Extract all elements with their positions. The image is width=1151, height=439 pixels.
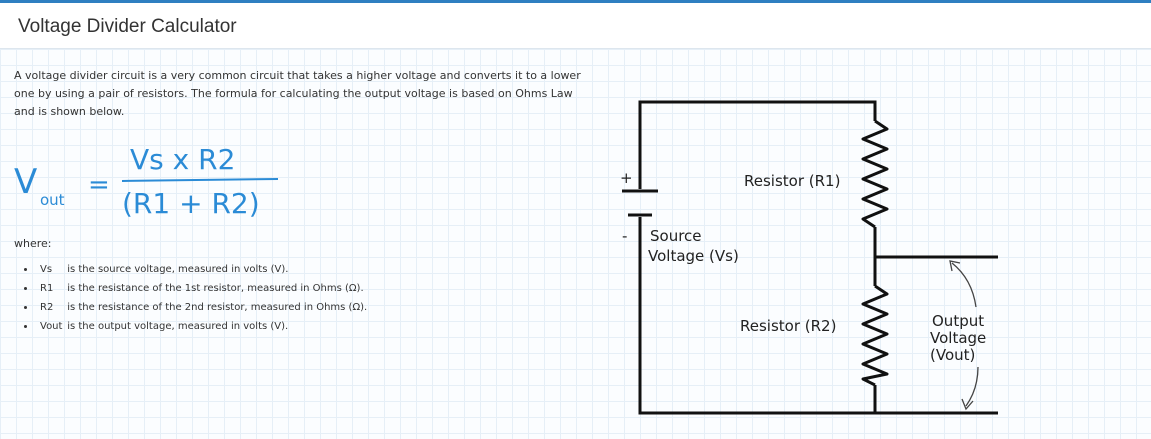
formula-equals: = — [88, 170, 110, 200]
output-voltage-label-line3: (Vout) — [930, 346, 975, 364]
variable-symbol: Vs — [40, 264, 53, 275]
variable-description: is the resistance of the 2nd resistor, m… — [67, 302, 368, 313]
source-voltage-label-line2: Voltage (Vs) — [648, 247, 739, 265]
voltage-divider-formula: V out = Vs x R2 (R1 + R2) — [14, 143, 279, 220]
list-item: R1 is the resistance of the 1st resistor… — [36, 279, 367, 298]
resistor-r2 — [861, 284, 889, 387]
variable-symbol: Vout — [40, 321, 63, 332]
output-arrow-down — [965, 366, 979, 407]
formula-out-subscript: out — [40, 191, 65, 209]
voltage-divider-circuit: + - Resistor (R1) Resistor (R2) Source V… — [620, 100, 998, 415]
resistor-r2-label: Resistor (R2) — [740, 317, 836, 335]
output-voltage-label-line2: Voltage — [930, 329, 986, 347]
formula-v: V — [14, 162, 37, 202]
content-panel: A voltage divider circuit is a very comm… — [0, 49, 1151, 439]
top-wire — [638, 100, 877, 189]
output-arrow-up — [951, 262, 977, 308]
arrowhead-up — [949, 260, 961, 272]
formula-numerator: Vs x R2 — [130, 143, 235, 176]
list-item: R2 is the resistance of the 2nd resistor… — [36, 298, 367, 317]
output-voltage-label-line1: Output — [932, 312, 984, 330]
resistor-r1 — [861, 119, 889, 229]
arrowhead-down — [961, 398, 974, 411]
resistor-r1-label: Resistor (R1) — [744, 172, 840, 190]
where-label: where: — [14, 237, 52, 250]
variable-description: is the output voltage, measured in volts… — [67, 321, 289, 332]
top-accent-bar — [0, 0, 1151, 3]
battery-plus-sign: + — [620, 169, 633, 187]
bottom-wire — [638, 217, 875, 415]
list-item: Vs is the source voltage, measured in vo… — [36, 260, 367, 279]
variable-symbol: R1 — [40, 283, 54, 294]
page-title: Voltage Divider Calculator — [18, 16, 237, 37]
intro-paragraph: A voltage divider circuit is a very comm… — [14, 69, 581, 118]
variable-symbol: R2 — [40, 302, 54, 313]
battery-minus-sign: - — [622, 227, 627, 245]
formula-fraction-bar — [121, 178, 279, 182]
source-voltage-label-line1: Source — [650, 227, 702, 245]
page-header: Voltage Divider Calculator — [0, 3, 1151, 49]
list-item: Vout is the output voltage, measured in … — [36, 317, 367, 336]
variable-description: is the source voltage, measured in volts… — [67, 264, 289, 275]
variable-description: is the resistance of the 1st resistor, m… — [67, 283, 364, 294]
variable-list: Vs is the source voltage, measured in vo… — [18, 260, 367, 336]
formula-denominator: (R1 + R2) — [122, 187, 260, 220]
